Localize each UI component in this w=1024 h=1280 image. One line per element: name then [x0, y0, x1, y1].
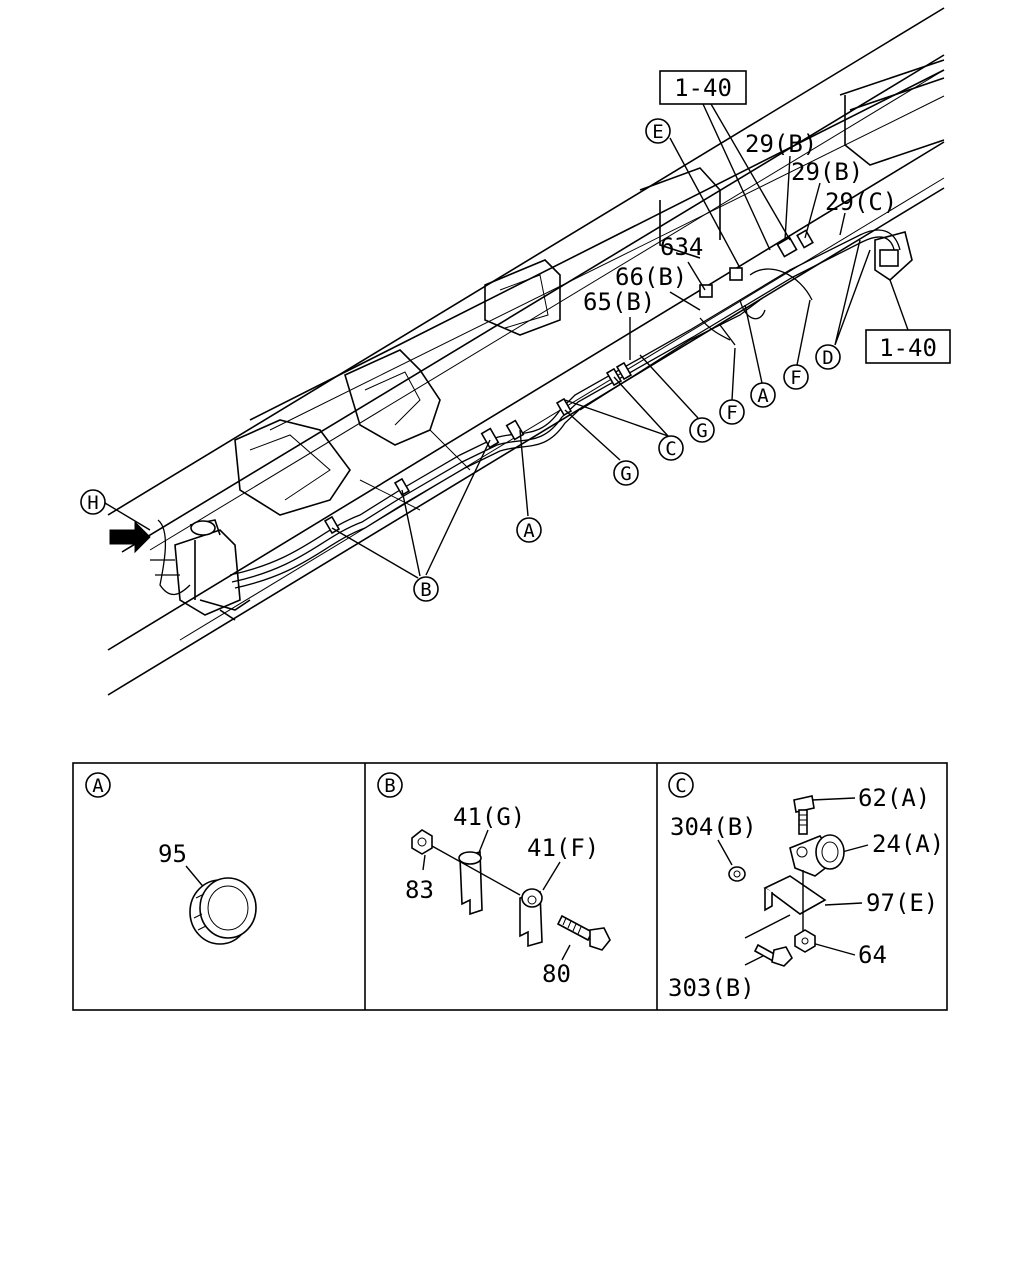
panel-c-id: C	[675, 775, 686, 797]
label-29b-2: 29(B)	[791, 158, 863, 186]
callout-e: E	[652, 121, 663, 143]
part-80: 80	[542, 960, 571, 988]
grommet-95	[189, 877, 257, 945]
part-64: 64	[858, 941, 887, 969]
panel-a-id: A	[92, 775, 104, 797]
panel-a: A 95	[85, 772, 257, 945]
part-24a: 24(A)	[872, 830, 944, 858]
callout-f-2: F	[726, 402, 737, 424]
part-95: 95	[158, 840, 187, 868]
bolt-62a	[793, 795, 815, 835]
top-leader-lines	[104, 103, 909, 579]
nut-83	[411, 829, 433, 855]
callout-a-1: A	[757, 385, 769, 407]
detail-panels	[72, 762, 948, 1011]
top-part-labels: 29(B) 29(B) 29(C) 634 66(B) 65(B)	[583, 130, 897, 316]
panel-b: B 41(G) 41(F) 83 80	[377, 772, 611, 988]
callout-g-1: G	[696, 420, 707, 442]
part-83: 83	[405, 876, 434, 904]
ref-box-text: 1-40	[674, 74, 732, 102]
brake-pipes	[109, 229, 913, 621]
washer-304b	[728, 866, 746, 882]
bolt-80	[556, 914, 611, 951]
top-callouts: E D F A F G C G A B H	[80, 118, 841, 602]
part-303b: 303(B)	[668, 974, 755, 1002]
label-634: 634	[660, 233, 703, 261]
label-65b: 65(B)	[583, 288, 655, 316]
ref-box-1-40-top: 1-40	[659, 70, 747, 105]
nut-64	[794, 929, 816, 953]
part-41f: 41(F)	[527, 834, 599, 862]
label-66b: 66(B)	[615, 263, 687, 291]
clip-41g	[458, 850, 483, 916]
clip-41f	[519, 888, 543, 948]
callout-a-2: A	[523, 520, 535, 542]
label-29c: 29(C)	[825, 188, 897, 216]
part-41g: 41(G)	[453, 803, 525, 831]
ref-box-text: 1-40	[879, 334, 937, 362]
bracket-97e	[763, 870, 827, 935]
callout-b: B	[420, 579, 431, 601]
callout-h: H	[87, 492, 98, 514]
part-304b: 304(B)	[670, 813, 757, 841]
callout-d: D	[822, 347, 833, 369]
callout-f-1: F	[790, 367, 801, 389]
part-62a: 62(A)	[858, 784, 930, 812]
ref-box-1-40-right: 1-40	[865, 329, 951, 364]
bolt-303b	[744, 914, 793, 967]
clamp-24a	[789, 834, 845, 877]
panel-b-id: B	[384, 775, 395, 797]
callout-g-2: G	[620, 463, 631, 485]
label-29b-1: 29(B)	[745, 130, 817, 158]
callout-c: C	[665, 438, 676, 460]
panel-c: C 62(A) 304(B) 24(A) 97(E) 64 303(B)	[668, 772, 944, 1002]
part-97e: 97(E)	[866, 889, 938, 917]
